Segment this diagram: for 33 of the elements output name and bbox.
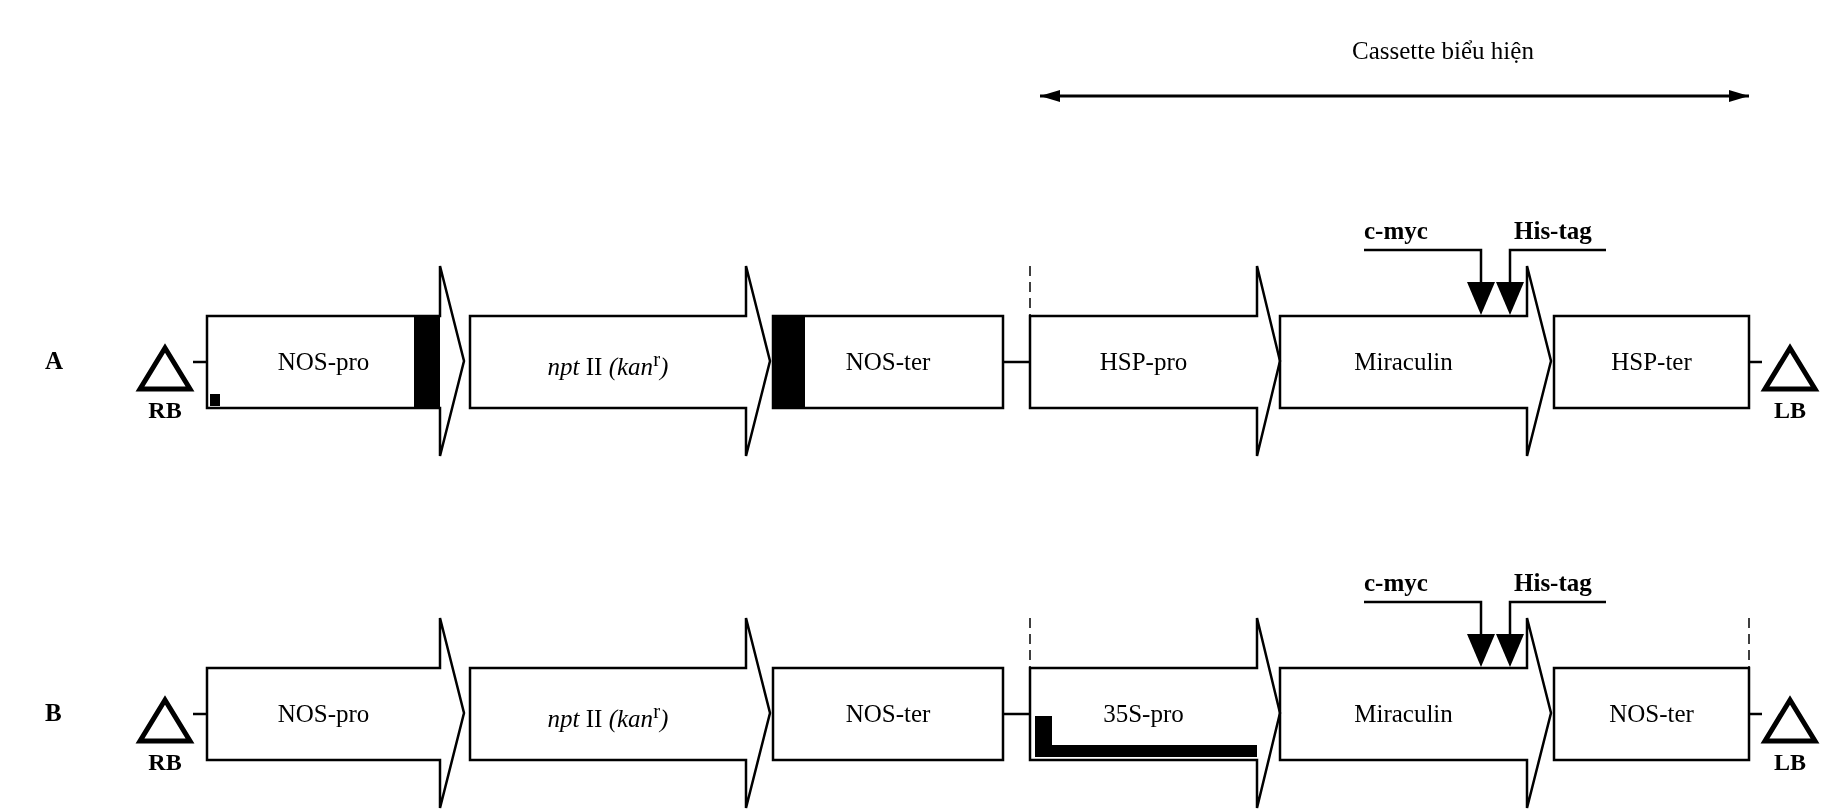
connector-line [193,712,207,716]
gene-label: HSP-ter [1610,349,1693,374]
tag-label: His-tag [1514,218,1592,243]
leader-line [1508,248,1606,282]
gene-label: 35S-pro [1102,701,1185,726]
tag-label: His-tag [1514,570,1592,595]
border-label: LB [1773,398,1807,422]
tag-label: c-myc [1364,218,1428,243]
span-label: Cassette biểu hiện [1352,38,1534,63]
gene-label: NOS-pro [276,349,371,374]
gene-label: NOS-pro [276,701,371,726]
gene-label: NOS-ter [844,349,932,374]
border-label: RB [147,750,183,774]
border-label: LB [1773,750,1807,774]
row-label: B [45,700,62,725]
gene-label: NOS-ter [844,701,932,726]
connector-line [1749,360,1762,364]
connector-line [1003,712,1030,716]
tag-label: c-myc [1364,570,1428,595]
gene-label: Miraculin [1353,701,1454,726]
connector-line [1003,360,1030,364]
leader-line [1364,248,1483,282]
gene-label: npt II (kan$^{r}$) [546,349,670,380]
row-label: A [45,348,64,373]
connector-line [193,360,207,364]
leader-line [1364,600,1483,634]
gene-label: npt II (kan$^{r}$) [546,701,670,732]
gene-label: NOS-ter [1608,701,1695,726]
border-label: RB [147,398,183,422]
leader-line [1508,600,1606,634]
gene-label: HSP-pro [1098,349,1189,374]
connector-line [1749,712,1762,716]
gene-label: Miraculin [1353,349,1454,374]
